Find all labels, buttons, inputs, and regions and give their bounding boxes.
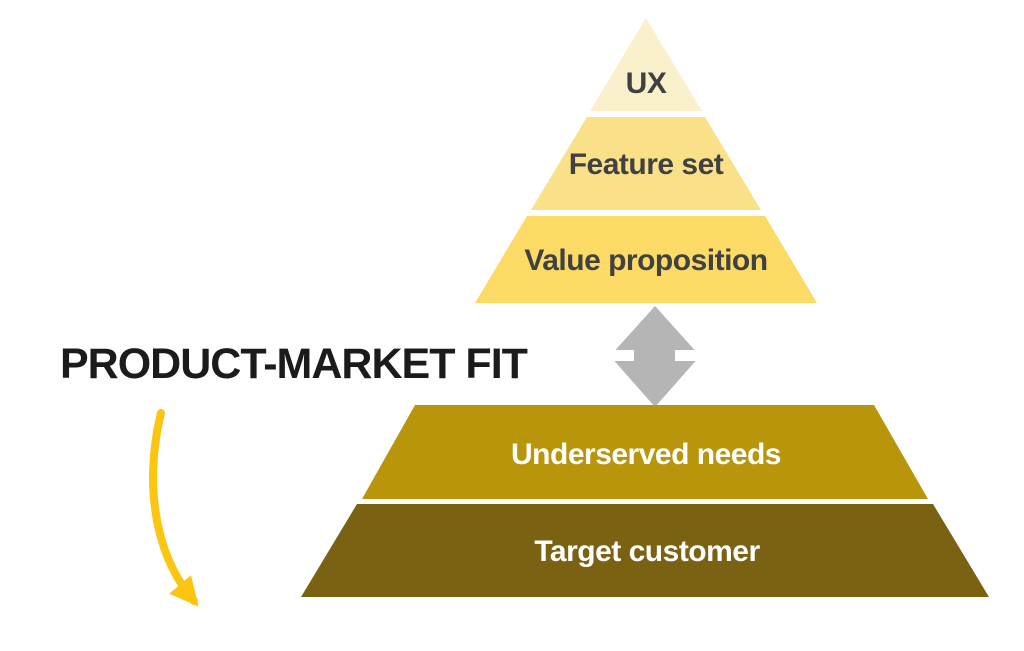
up-down-arrow-diamond bbox=[610, 306, 700, 407]
up-down-arrow-right-notch bbox=[675, 350, 707, 361]
pyramid-layer-underserved-needs bbox=[362, 405, 928, 499]
pyramid-layer-value-proposition-label: Value proposition bbox=[524, 244, 767, 277]
pyramid-layer-ux-label: UX bbox=[626, 67, 667, 100]
pyramid-layer-ux bbox=[590, 18, 702, 111]
curved-down-arrow-icon bbox=[149, 409, 199, 607]
pyramid-layer-value-proposition bbox=[475, 216, 817, 303]
diagram-title: PRODUCT-MARKET FIT bbox=[60, 340, 528, 388]
pyramid-layer-target-customer-label: Target customer bbox=[534, 535, 760, 568]
pyramid-layer-feature-set-label: Feature set bbox=[569, 148, 724, 181]
pyramid-layer-underserved-needs-label: Underserved needs bbox=[511, 438, 781, 471]
up-down-arrow-icon bbox=[602, 306, 707, 407]
pyramid-layer-target-customer bbox=[301, 504, 989, 597]
pyramid-layer-feature-set bbox=[531, 117, 761, 210]
up-down-arrow-left-notch bbox=[602, 350, 634, 361]
